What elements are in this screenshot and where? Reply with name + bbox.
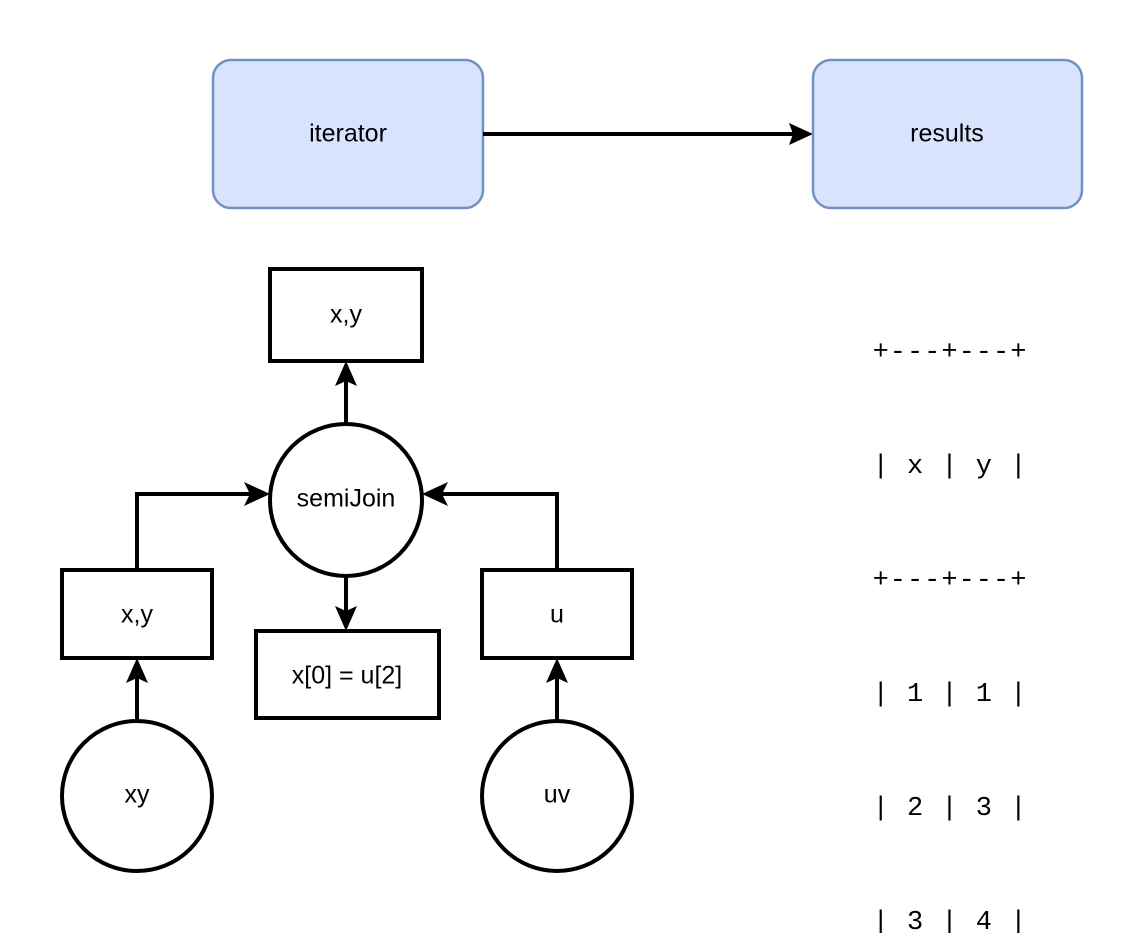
xy-to-left-schema-arrowhead [126, 658, 148, 683]
iterator-to-results-arrowhead [789, 123, 813, 145]
uv-source-label: uv [544, 781, 571, 809]
iterator-to-results-edge [483, 123, 813, 145]
results-node[interactable]: results [811, 58, 1084, 210]
right-schema-to-semijoin-arrowhead [422, 482, 448, 506]
output-schema-node[interactable]: x,y [268, 267, 424, 363]
right-schema-to-semijoin-edge [422, 482, 559, 570]
results-label: results [910, 120, 984, 148]
right-schema-to-semijoin-line [439, 492, 559, 570]
xy-source-node[interactable]: xy [60, 719, 214, 873]
semijoin-to-condition-edge [335, 576, 357, 631]
semijoin-to-output-edge [335, 361, 357, 424]
semijoin-to-condition-arrowhead [335, 606, 357, 631]
table-border-top: +---+---+ [872, 338, 1028, 368]
condition-label: x[0] = u[2] [292, 662, 403, 690]
table-header-row: | x | y | [872, 452, 1028, 482]
condition-box[interactable] [254, 629, 441, 720]
right-schema-box[interactable] [480, 568, 634, 660]
semijoin-node[interactable]: semiJoin [268, 422, 424, 578]
uv-to-right-schema-arrowhead [546, 658, 568, 683]
uv-to-right-schema-edge [546, 658, 568, 721]
uv-source-node[interactable]: uv [480, 719, 634, 873]
output-schema-label: x,y [330, 301, 362, 329]
iterator-label: iterator [309, 120, 387, 148]
semijoin-label: semiJoin [297, 485, 396, 513]
xy-source-label: xy [125, 781, 151, 809]
table-row: | 2 | 3 | [872, 794, 1028, 824]
semijoin-to-output-arrowhead [335, 361, 357, 386]
condition-node[interactable]: x[0] = u[2] [254, 629, 441, 720]
xy-to-left-schema-edge [126, 658, 148, 721]
left-schema-label: x,y [121, 601, 153, 629]
results-ascii-table: +---+---+ | x | y | +---+---+ | 1 | 1 | … [845, 258, 1055, 933]
table-row: | 3 | 4 | [872, 908, 1028, 933]
left-schema-to-semijoin-arrowhead [244, 482, 270, 506]
xy-source-circle[interactable] [60, 719, 214, 873]
table-row: | 1 | 1 | [872, 680, 1028, 710]
uv-source-circle[interactable] [480, 719, 634, 873]
iterator-node[interactable]: iterator [211, 58, 485, 210]
right-schema-label: u [550, 601, 564, 629]
left-schema-to-semijoin-line [135, 492, 253, 570]
results-box[interactable] [811, 58, 1084, 210]
table-border-mid: +---+---+ [872, 566, 1028, 596]
left-schema-node[interactable]: x,y [60, 568, 214, 660]
left-schema-to-semijoin-edge [135, 482, 270, 570]
right-schema-node[interactable]: u [480, 568, 634, 660]
